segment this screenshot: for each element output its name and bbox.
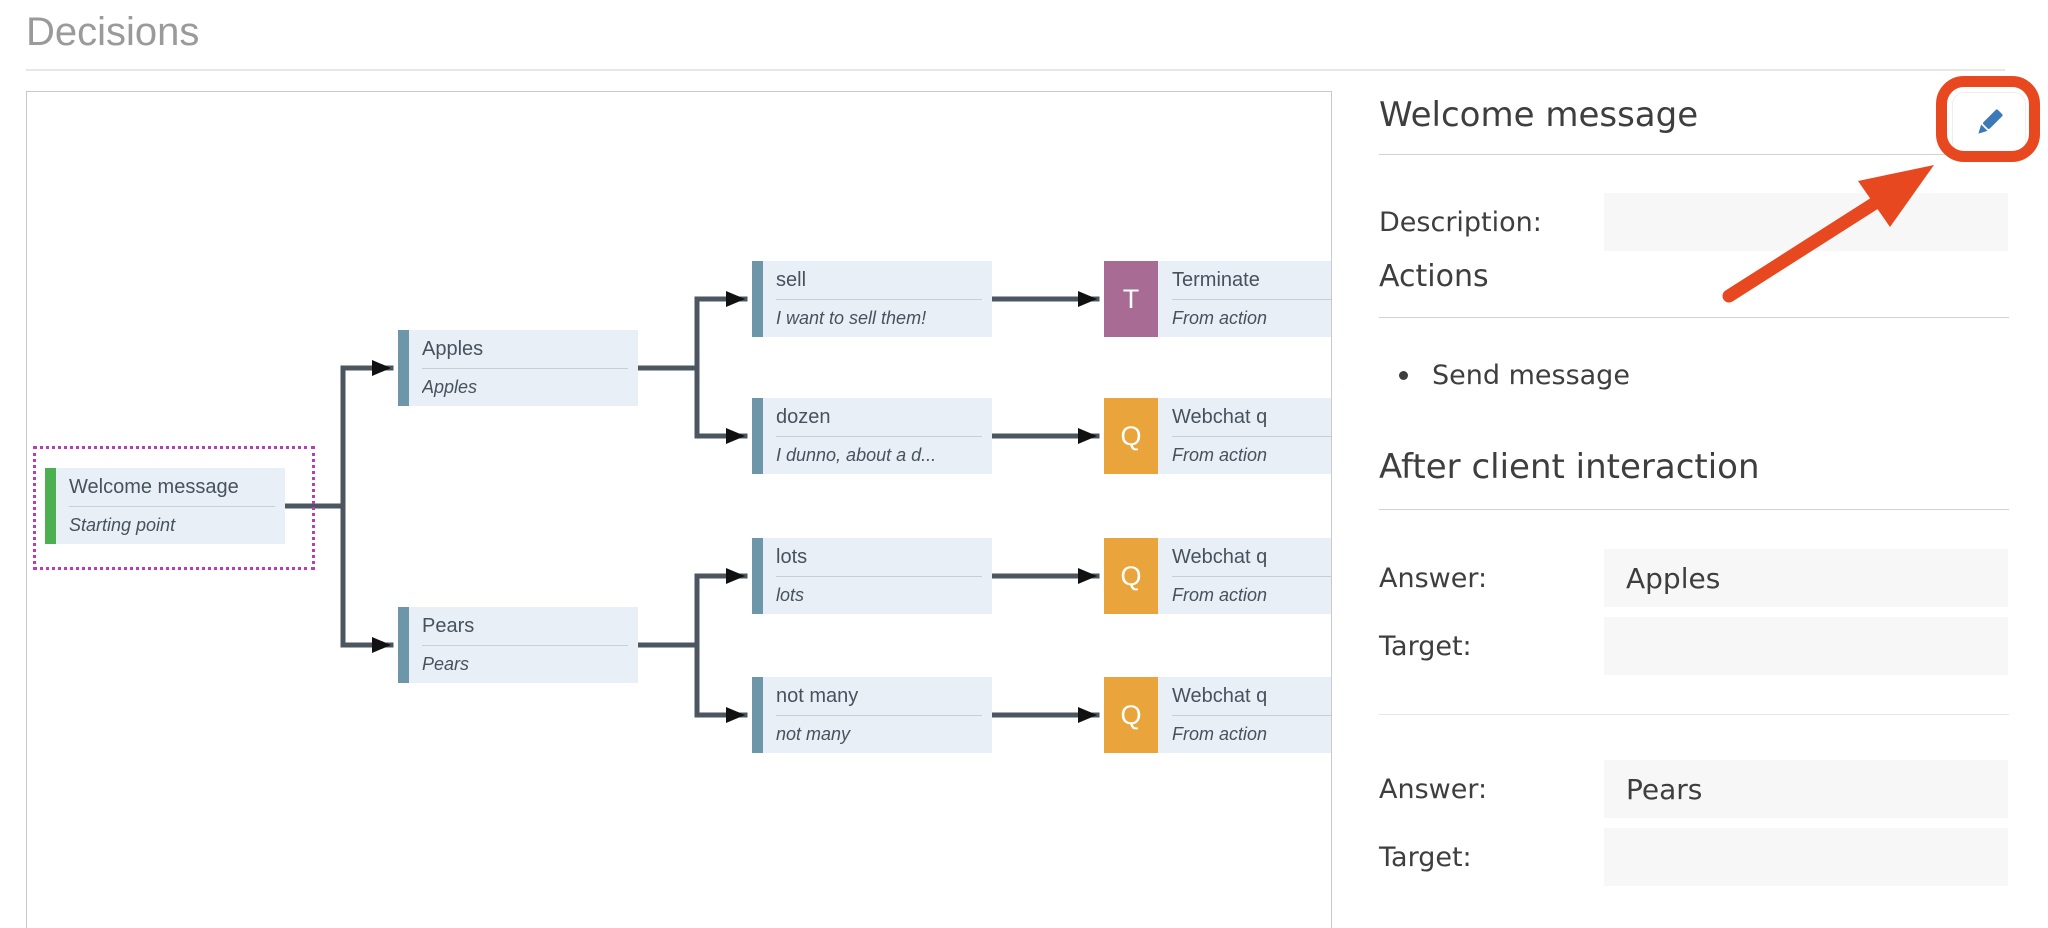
node-not-many[interactable]: not many not many (752, 677, 992, 753)
node-subtitle: not many (776, 724, 851, 744)
bullet-icon (1399, 370, 1408, 380)
answer-node-bar (398, 330, 409, 406)
node-terminate[interactable]: T Terminate From action (1104, 261, 1331, 337)
node-title: Webchat q (1172, 398, 1331, 437)
actions-heading: Actions (1379, 259, 1489, 294)
answer-field: Apples (1604, 549, 2008, 607)
node-title: Apples (422, 330, 628, 369)
after-interaction-heading: After client interaction (1379, 447, 1760, 487)
start-node-bar (45, 468, 56, 544)
node-title: lots (776, 538, 982, 577)
node-subtitle: Starting point (69, 515, 176, 535)
node-webchat-q[interactable]: Q Webchat q From action (1104, 398, 1331, 474)
node-apples[interactable]: Apples Apples (398, 330, 638, 406)
answer-node-bar (752, 677, 763, 753)
answer-node-bar (752, 261, 763, 337)
question-badge: Q (1104, 398, 1158, 474)
title-divider (26, 69, 2005, 71)
actions-divider (1379, 317, 2009, 318)
description-field (1604, 193, 2008, 251)
description-label: Description: (1379, 206, 1542, 238)
connector-lines (281, 291, 1100, 723)
node-title: sell (776, 261, 982, 300)
node-subtitle: I want to sell them! (776, 308, 927, 328)
answer-node-bar (752, 538, 763, 614)
answer-node-bar (398, 607, 409, 683)
node-subtitle: Pears (422, 654, 470, 674)
group-divider (1379, 714, 2009, 715)
node-subtitle: From action (1172, 585, 1268, 605)
node-subtitle: Apples (422, 377, 478, 397)
action-list-item: Send message (1399, 359, 1630, 391)
answer-node-bar (752, 398, 763, 474)
node-title: dozen (776, 398, 982, 437)
node-subtitle: From action (1172, 308, 1268, 328)
node-title: Pears (422, 607, 628, 646)
node-dozen[interactable]: dozen I dunno, about a d... (752, 398, 992, 474)
target-label: Target: (1379, 841, 1472, 873)
node-sell[interactable]: sell I want to sell them! (752, 261, 992, 337)
node-title: Welcome message (69, 468, 275, 507)
node-webchat-q[interactable]: Q Webchat q From action (1104, 538, 1331, 614)
action-item-label: Send message (1432, 359, 1630, 391)
node-subtitle: I dunno, about a d... (776, 445, 937, 465)
node-pears[interactable]: Pears Pears (398, 607, 638, 683)
node-title: Terminate (1172, 261, 1331, 300)
node-welcome-message[interactable]: Welcome message Starting point (45, 468, 285, 544)
page-title: Decisions (26, 10, 200, 54)
target-field (1604, 617, 2008, 675)
decision-tree-canvas[interactable]: Welcome message Starting point Apples Ap… (26, 91, 1332, 928)
selection-outline (33, 446, 315, 570)
details-divider (1379, 154, 2009, 155)
node-title: not many (776, 677, 982, 716)
target-label: Target: (1379, 630, 1472, 662)
after-interaction-divider (1379, 509, 2009, 510)
question-badge: Q (1104, 538, 1158, 614)
answer-label: Answer: (1379, 562, 1488, 594)
node-subtitle: lots (776, 585, 805, 605)
terminate-badge: T (1104, 261, 1158, 337)
node-webchat-q[interactable]: Q Webchat q From action (1104, 677, 1331, 753)
node-subtitle: From action (1172, 724, 1268, 744)
answer-label: Answer: (1379, 773, 1488, 805)
answer-field: Pears (1604, 760, 2008, 818)
node-title: Webchat q (1172, 677, 1331, 716)
node-subtitle: From action (1172, 445, 1268, 465)
target-field (1604, 828, 2008, 886)
node-lots[interactable]: lots lots (752, 538, 992, 614)
node-details-panel: Welcome message Description: Actions Sen… (1379, 91, 2026, 928)
details-title: Welcome message (1379, 95, 1699, 135)
annotation-highlight-circle (1936, 76, 2040, 162)
pencil-icon (1978, 109, 2003, 134)
node-title: Webchat q (1172, 538, 1331, 577)
question-badge: Q (1104, 677, 1158, 753)
